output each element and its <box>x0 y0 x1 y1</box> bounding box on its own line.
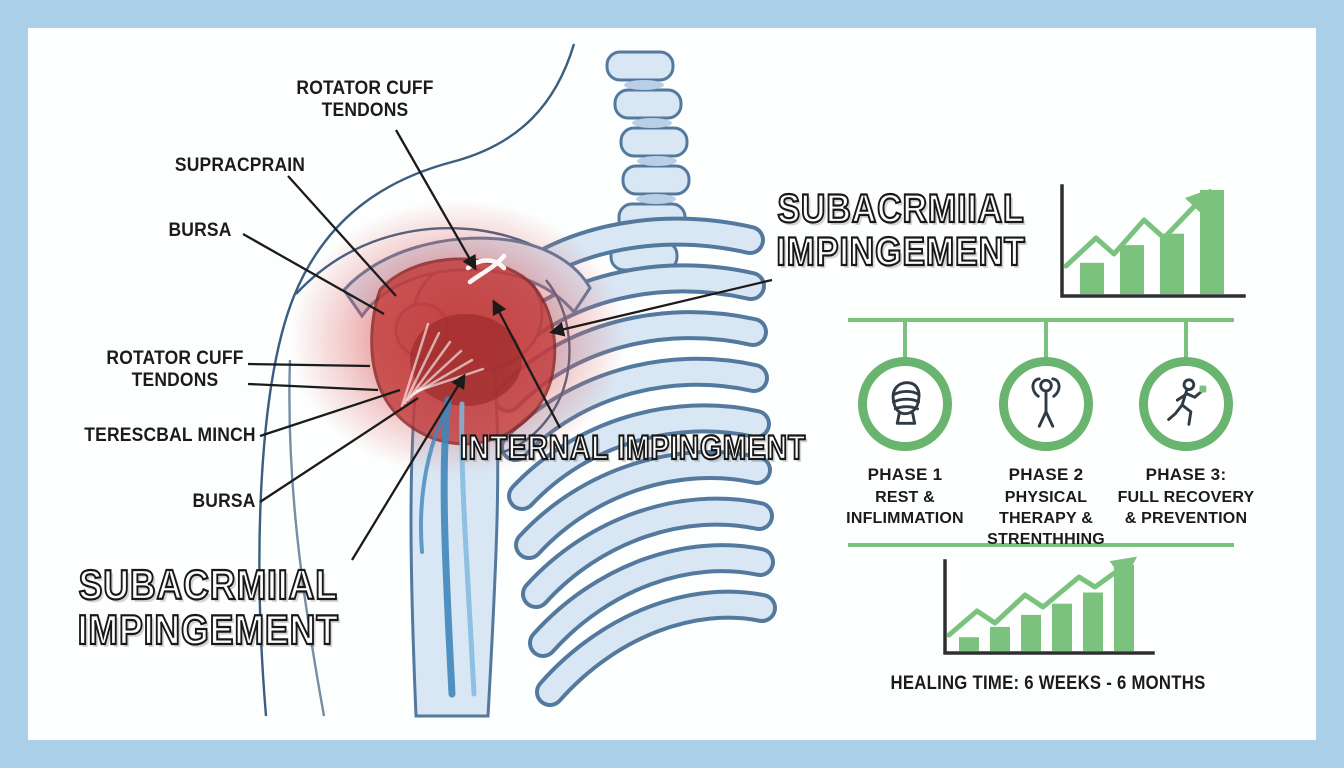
phase-timeline-bottom-line <box>848 543 1234 547</box>
stretching-person-icon <box>1031 377 1061 428</box>
phase-2-desc: PHYSICAL THERAPY & STRENTHHING <box>987 489 1105 548</box>
phase-1-text: PHASE 1 REST & INFLIMMATION <box>819 465 991 530</box>
phase-2-text: PHASE 2 PHYSICAL THERAPY & STRENTHHING <box>960 465 1132 550</box>
label-bursa-upper: BURSA <box>168 220 232 241</box>
phase-1-circle <box>858 357 952 451</box>
label-bursa-lower: BURSA <box>192 491 256 512</box>
trend-arrow <box>946 556 1138 638</box>
healing-time-text: HEALING TIME: 6 WEEKS - 6 MONTHS <box>890 673 1206 694</box>
phase-3-title: PHASE 3: <box>1145 465 1227 484</box>
phase-2-title: PHASE 2 <box>1008 465 1084 484</box>
recovery-progress-chart <box>1060 184 1246 298</box>
heading-subacromial-impingement-left: SUBACRMIIAL IMPINGEMENT <box>77 561 339 654</box>
tendon-fibers <box>400 322 485 408</box>
timeline-tick-1 <box>903 320 907 358</box>
label-rotator-cuff-top: ROTATOR CUFF TENDONS <box>296 78 434 121</box>
label-teres-minor: TERESCBAL MINCH <box>84 425 256 446</box>
phase-3-desc: FULL RECOVERY & PREVENTION <box>1117 489 1255 527</box>
chart-bars <box>959 565 1134 651</box>
shoulder-anatomy-illustration <box>242 43 777 718</box>
label-rotator-cuff-left: ROTATOR CUFF TENDONS <box>106 348 244 391</box>
heading-subacromial-impingement-right: SUBACRMIIAL IMPINGEMENT <box>775 186 1026 275</box>
heading-internal-impingement: INTERNAL IMPINGMENT <box>459 429 807 468</box>
phase-1-title: PHASE 1 <box>867 465 943 484</box>
phase-3-text: PHASE 3: FULL RECOVERY & PREVENTION <box>1100 465 1272 530</box>
trend-arrow <box>1063 188 1212 269</box>
healing-timeline-chart <box>943 556 1155 655</box>
phase-2-circle <box>999 357 1093 451</box>
running-person-icon <box>1167 378 1207 426</box>
label-supraspinatus: SUPRACPRAIN <box>174 155 306 176</box>
label-leader-lines <box>242 129 773 561</box>
phase-1-desc: REST & INFLIMMATION <box>846 489 964 527</box>
timeline-tick-3 <box>1184 320 1188 358</box>
blood-vessels <box>419 396 477 698</box>
phase-3-circle <box>1139 357 1233 451</box>
timeline-tick-2 <box>1044 320 1048 358</box>
infographic-content: ROTATOR CUFF TENDONS SUPRACPRAIN BURSA R… <box>28 28 1316 740</box>
bandaged-arm-icon <box>891 381 921 425</box>
phase-timeline-top-line <box>848 318 1234 322</box>
